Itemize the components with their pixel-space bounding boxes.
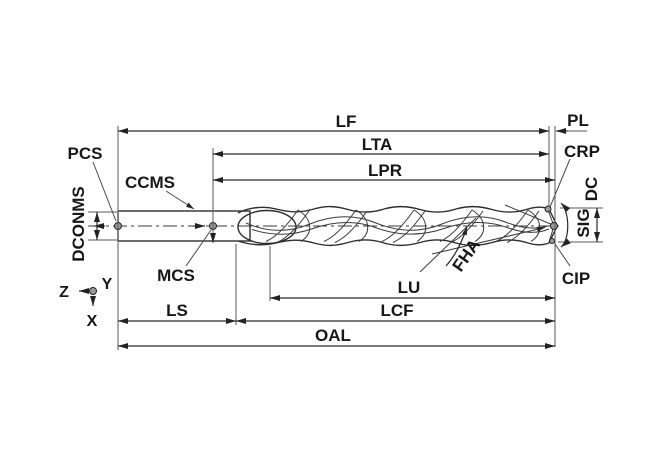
dim-oal: OAL xyxy=(118,326,555,349)
ls-label: LS xyxy=(166,301,188,320)
ccms-label: CCMS xyxy=(125,173,175,192)
pcs-label: PCS xyxy=(68,144,103,163)
helix-lands xyxy=(245,209,550,243)
dim-lta: LTA xyxy=(213,135,549,157)
axis-y-label: Y xyxy=(102,276,113,293)
dim-dc: DC xyxy=(582,177,601,242)
pl-label: PL xyxy=(567,111,589,130)
lta-label: LTA xyxy=(362,135,393,154)
axis-z-label: Z xyxy=(59,284,69,301)
axis-x-label: X xyxy=(87,313,98,330)
dim-lf: LF xyxy=(118,112,549,134)
callout-pcs: PCS xyxy=(68,144,117,222)
callout-crp: CRP xyxy=(549,142,600,208)
drill-flutes xyxy=(237,205,550,247)
callout-mcs: MCS xyxy=(157,229,212,285)
dim-dconms: DCONMS xyxy=(69,186,100,262)
mcs-label: MCS xyxy=(157,266,195,285)
crp-label: CRP xyxy=(564,142,600,161)
lf-label: LF xyxy=(336,112,357,131)
oal-label: OAL xyxy=(315,326,351,345)
dim-lu: LU xyxy=(270,278,555,301)
dim-pl: PL xyxy=(556,111,589,134)
coordinate-triad: Z Y X xyxy=(59,276,113,330)
dconms-label: DCONMS xyxy=(69,186,88,262)
dim-lpr: LPR xyxy=(213,161,555,183)
sig-label: SIG xyxy=(574,208,593,237)
crp-point xyxy=(544,205,552,213)
dim-ls: LS xyxy=(118,301,236,324)
callout-cip: CIP xyxy=(554,243,590,288)
cip-point xyxy=(549,238,555,244)
dim-lcf: LCF xyxy=(236,301,555,324)
triad-origin xyxy=(89,287,97,295)
dim-sig: SIG xyxy=(560,202,593,248)
lcf-label: LCF xyxy=(380,301,413,320)
callout-ccms: CCMS xyxy=(125,173,195,210)
cip-label: CIP xyxy=(562,269,590,288)
tip-point xyxy=(550,222,558,230)
lpr-label: LPR xyxy=(368,161,402,180)
lu-label: LU xyxy=(398,278,421,297)
dc-label: DC xyxy=(582,177,601,202)
